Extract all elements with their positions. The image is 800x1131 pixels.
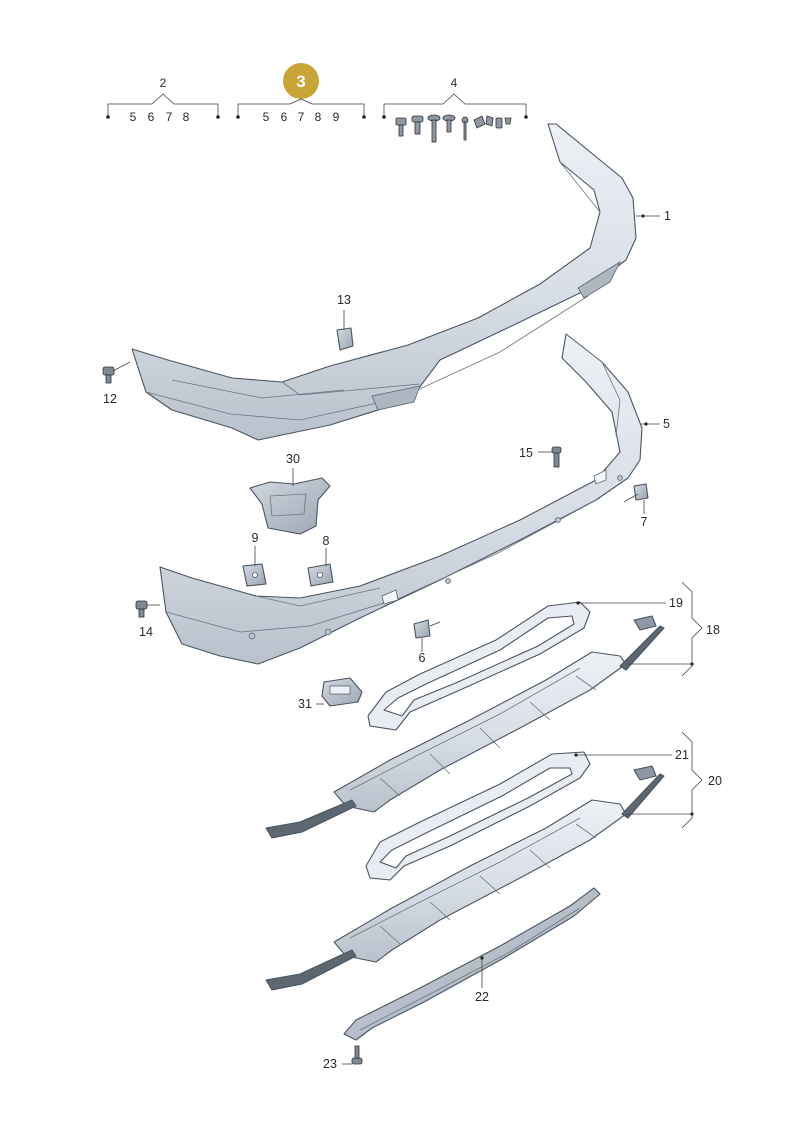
callout-31-label: 31 (298, 697, 312, 711)
callout-13-label: 13 (337, 293, 351, 307)
bracket-part-30[interactable]: 30 (249, 452, 331, 535)
callout-22-label: 22 (475, 990, 489, 1004)
holder-part-7[interactable]: 7 (623, 483, 649, 529)
callout-1[interactable]: 1 (636, 209, 671, 223)
bumper-carrier-part[interactable] (159, 333, 643, 665)
callout-1-label: 1 (664, 209, 671, 223)
callout-14-label: 14 (139, 625, 153, 639)
callout-5-label: 5 (663, 417, 670, 431)
callout-5[interactable]: 5 (640, 417, 670, 431)
callout-8-label: 8 (323, 534, 330, 548)
bumper-cover-part[interactable] (131, 123, 637, 441)
group-2-callout: 2 5 6 7 8 (106, 76, 220, 124)
group-3-item-5: 9 (333, 110, 340, 124)
callout-9-label: 9 (252, 531, 259, 545)
connector-part-31[interactable]: 31 (298, 677, 363, 711)
diffuser-part-upper[interactable] (265, 615, 694, 839)
screw-part-15[interactable]: 15 (519, 446, 562, 468)
callout-7-label: 7 (641, 515, 648, 529)
callout-18[interactable]: 18 (681, 581, 720, 677)
callout-30-label: 30 (286, 452, 300, 466)
group-2-item-2: 6 (148, 110, 155, 124)
highlight-badge[interactable] (283, 63, 319, 99)
holder-part-6[interactable]: 6 (413, 619, 441, 665)
diffuser-part-lower[interactable] (265, 765, 694, 991)
group-3-callout[interactable]: 3 5 6 7 8 9 (236, 63, 366, 124)
highlight-number: 3 (296, 72, 305, 91)
group-2-item-3: 7 (166, 110, 173, 124)
callout-6-label: 6 (419, 651, 426, 665)
trim-frame-part-19[interactable]: 19 (367, 596, 683, 731)
screw-part-14[interactable]: 14 (135, 600, 160, 639)
screw-part-23[interactable]: 23 (323, 1045, 363, 1071)
screw-part-12[interactable]: 12 (102, 361, 131, 406)
clip-part-8[interactable]: 8 (307, 534, 334, 587)
group-3-item-4: 8 (315, 110, 322, 124)
callout-20-label: 20 (708, 774, 722, 788)
callout-15-label: 15 (519, 446, 533, 460)
group-4-callout: 4 (382, 76, 528, 143)
group-4-title: 4 (451, 76, 458, 90)
callout-19-label: 19 (669, 596, 683, 610)
fastener-set-icon (395, 114, 512, 143)
group-2-item-4: 8 (183, 110, 190, 124)
group-3-item-2: 6 (281, 110, 288, 124)
callout-21-label: 21 (675, 748, 689, 762)
clip-part-9[interactable]: 9 (242, 531, 267, 587)
clip-part-13[interactable]: 13 (336, 293, 354, 351)
trim-frame-part-21[interactable]: 21 (365, 748, 689, 881)
group-3-item-3: 7 (298, 110, 305, 124)
group-3-item-1: 5 (263, 110, 270, 124)
callout-18-label: 18 (706, 623, 720, 637)
callout-20[interactable]: 20 (681, 731, 722, 829)
group-2-item-1: 5 (130, 110, 137, 124)
group-2-title: 2 (160, 76, 167, 90)
callout-23-label: 23 (323, 1057, 337, 1071)
callout-12-label: 12 (103, 392, 117, 406)
trim-strip-part-22[interactable]: 22 (343, 887, 601, 1041)
